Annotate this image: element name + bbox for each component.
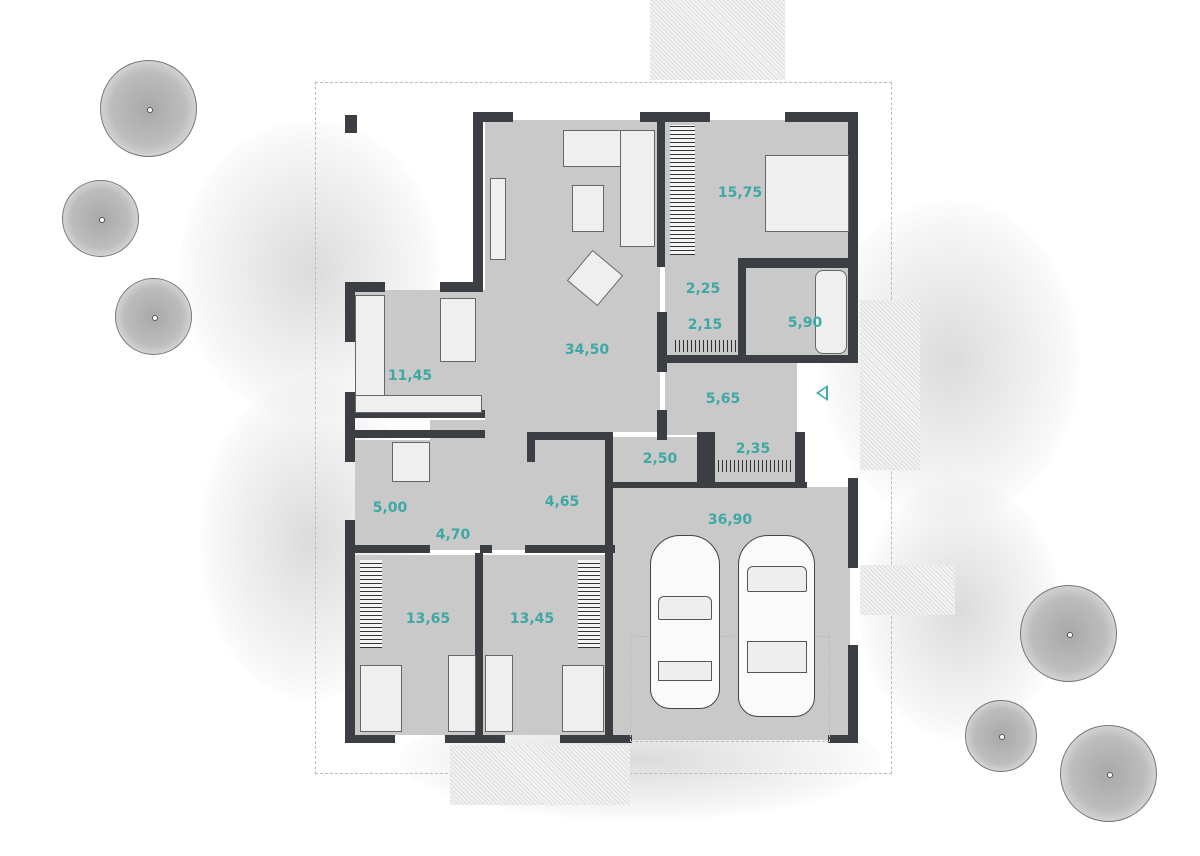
area-label-wardrobe: 2,35 [735,441,771,457]
wall [527,432,535,462]
tree-icon [115,278,192,355]
wardrobe-icon [670,125,695,255]
area-label-bedroom-master: 15,75 [717,185,763,201]
wardrobe-icon [578,560,600,648]
desk [485,655,513,732]
wall [345,735,395,743]
tree-icon [1020,585,1117,682]
room-hall-lower [430,420,535,550]
sofa [620,130,655,247]
wall [848,478,858,568]
wall [345,520,355,742]
wall [657,312,667,372]
wall [345,282,355,342]
wall [828,735,858,743]
area-label-living: 34,50 [564,342,610,358]
wall [640,112,710,122]
wardrobe-icon [360,560,382,648]
wall [345,282,385,292]
wall [527,432,612,440]
area-label-bathroom-master: 5,90 [787,315,823,331]
wall [345,115,357,133]
paving-south [450,745,630,805]
wall [848,112,858,360]
wall [785,112,858,122]
wall [667,355,858,363]
area-label-hall-upper: 2,25 [685,281,721,297]
room-utility [535,440,605,545]
bed [765,155,849,232]
coffee-table [572,185,604,232]
car-icon [650,535,720,709]
wardrobe-icon [718,460,793,472]
room-wc [612,437,702,485]
tree-icon [62,180,139,257]
paving-north [650,0,785,80]
wall [795,432,805,487]
area-label-bedroom-left: 13,65 [405,611,451,627]
wardrobe-icon [675,340,737,352]
desk [448,655,476,732]
wall [473,112,513,122]
wall [345,430,485,438]
area-label-garage: 36,90 [707,512,753,528]
area-label-closet-upper: 2,15 [687,317,723,333]
paving-garage [860,565,955,615]
paving-east [860,300,920,470]
car-icon [738,535,815,717]
area-label-bedroom-right: 13,45 [509,611,555,627]
tree-icon [965,700,1037,772]
wall [440,282,483,292]
wall [345,392,355,462]
wall [480,545,492,553]
wall [473,112,483,292]
area-label-hall-lower: 4,70 [435,527,471,543]
wall [560,735,632,743]
wall [445,735,505,743]
area-label-utility: 4,65 [544,494,580,510]
shower [392,442,430,482]
kitchen-counter [355,295,385,412]
wall [657,122,665,267]
area-label-entry-hall: 5,65 [705,391,741,407]
wall [738,258,746,358]
bathtub [815,270,847,354]
room-entry-hall [665,360,797,435]
triangle-entrance-icon [816,385,828,401]
wall [848,645,858,743]
bed [562,665,604,732]
wall [738,258,858,268]
area-label-bathroom: 5,00 [372,500,408,516]
kitchen-counter [355,395,482,413]
wall [475,553,483,738]
tree-icon [1060,725,1157,822]
tv-unit [490,178,506,260]
wall [605,432,613,743]
wall [345,545,430,553]
parking-outline [630,636,830,742]
bed [360,665,402,732]
tree-icon [100,60,197,157]
wall [345,410,485,418]
wall [657,410,667,440]
area-label-kitchen: 11,45 [387,368,433,384]
wall [525,545,615,553]
dining-table [440,298,476,362]
area-label-wc: 2,50 [642,451,678,467]
wall [697,432,715,487]
